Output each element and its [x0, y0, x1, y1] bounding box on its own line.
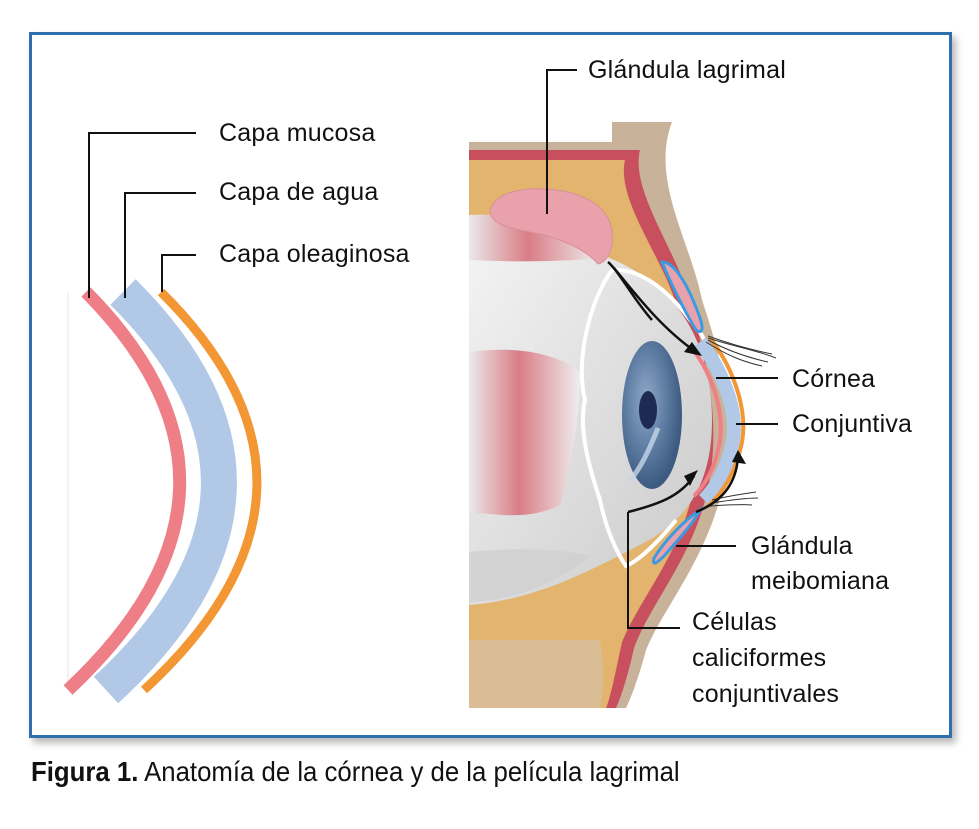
leader-capa-mucosa: [88, 132, 196, 298]
leader-capa-agua: [124, 192, 196, 298]
caption-text: Anatomía de la córnea y de la película l…: [144, 756, 680, 787]
caption-number: Figura 1.: [31, 756, 139, 787]
label-glandula-meibomiana-line2: meibomiana: [751, 567, 889, 595]
figure-caption: Figura 1. Anatomía de la córnea y de la …: [31, 756, 680, 788]
orbital-lower: [469, 640, 603, 708]
lacrimal-gland: [489, 188, 613, 265]
label-celulas-line2: caliciformes: [692, 644, 826, 672]
label-glandula-lagrimal: Glándula lagrimal: [588, 56, 786, 84]
eye-anatomy: [469, 122, 746, 708]
water-layer-band: [93, 279, 237, 704]
label-capa-oleaginosa: Capa oleaginosa: [219, 240, 410, 268]
label-celulas-line1: Células: [692, 608, 777, 636]
oil-layer-band: [140, 288, 262, 694]
arrow-heads: [684, 342, 746, 486]
leader-celulas-caliciformes: [627, 512, 680, 629]
label-capa-mucosa: Capa mucosa: [219, 119, 375, 147]
upper-eyelashes: [705, 335, 777, 367]
pupil: [639, 391, 657, 429]
cornea-oil-film: [706, 336, 746, 508]
leader-capa-oleaginosa: [161, 254, 196, 292]
label-glandula-meibomiana-line1: Glándula: [751, 532, 853, 560]
lower-meibomian-gland: [652, 505, 704, 565]
label-celulas-line3: conjuntivales: [692, 680, 839, 708]
mucous-layer-band: [63, 287, 187, 695]
label-capa-agua: Capa de agua: [219, 178, 378, 206]
leader-glandula-lagrimal: [546, 69, 577, 214]
tear-film-layers: [63, 279, 262, 704]
inferior-rectus-muscle: [469, 549, 590, 602]
iris-highlight: [628, 427, 661, 482]
arrow-upper-short: [607, 261, 653, 321]
arrow-meibomian-to-cornea: [695, 457, 740, 514]
label-conjuntiva: Conjuntiva: [792, 410, 912, 438]
upper-meibomian-gland: [659, 260, 704, 333]
cornea-mucous-film: [690, 346, 723, 498]
lateral-rectus-muscle: [469, 349, 580, 516]
label-cornea: Córnea: [792, 365, 875, 393]
cornea-water-film: [694, 337, 741, 505]
superior-rectus-muscle: [469, 214, 600, 262]
